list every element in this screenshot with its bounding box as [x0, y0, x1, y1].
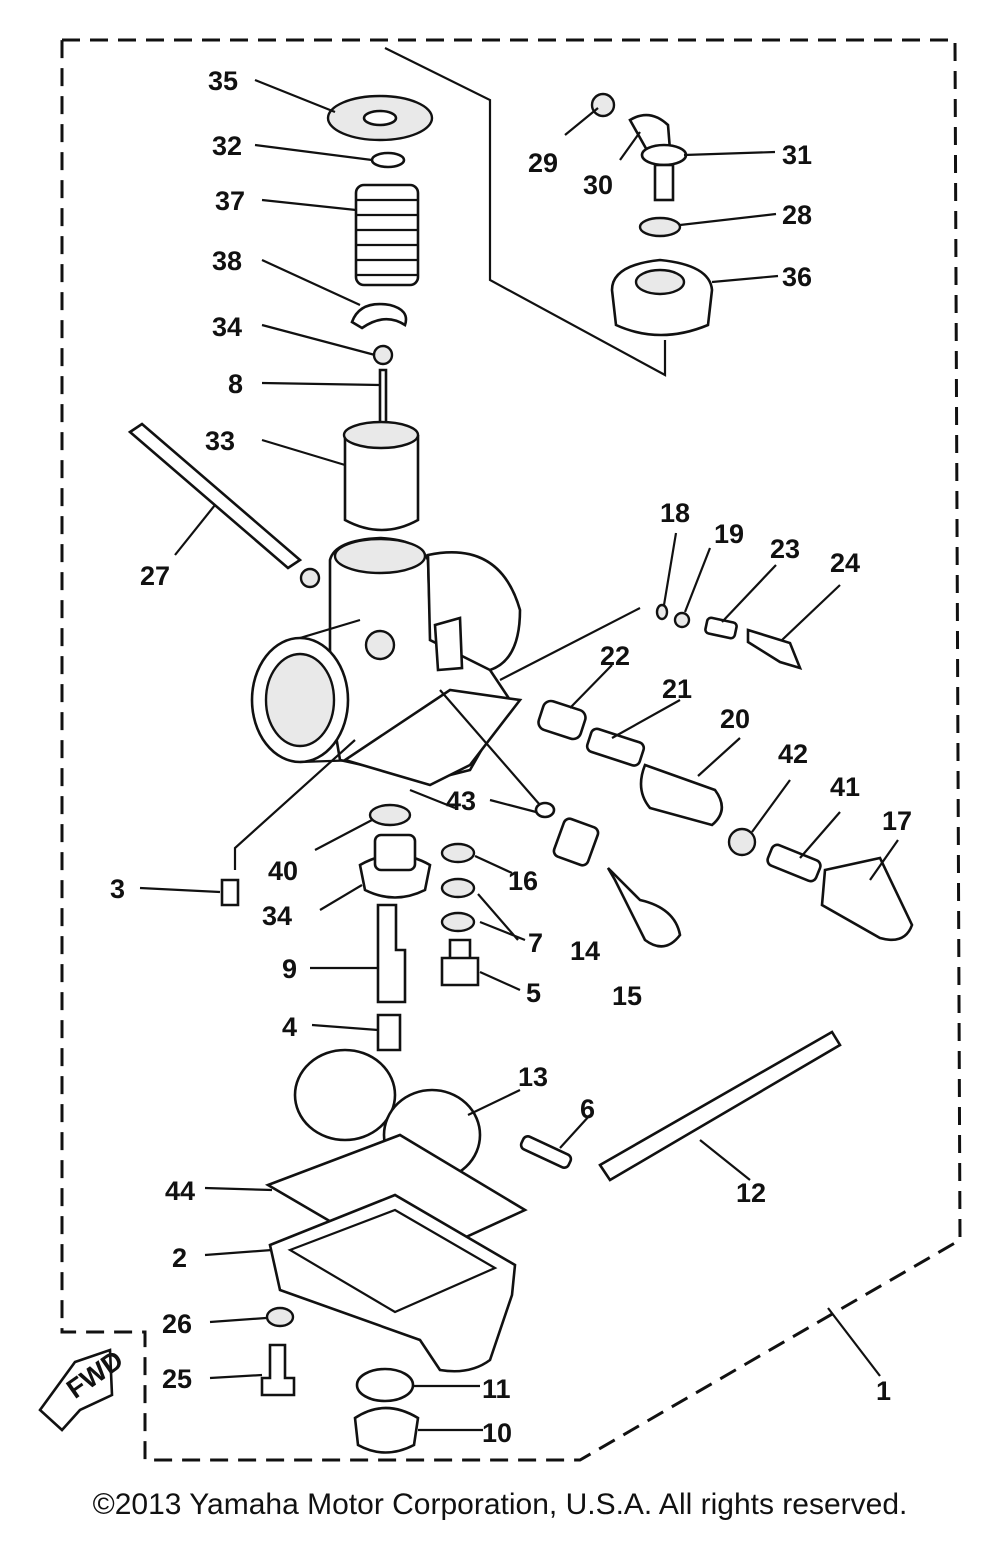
callout-2: 2 [172, 1243, 187, 1273]
callout-27: 27 [140, 561, 170, 591]
callout-4: 4 [282, 1012, 297, 1042]
part-7-washer-b [440, 911, 476, 933]
part-17-cap [820, 856, 914, 942]
callout-11: 11 [482, 1374, 511, 1404]
callout-15: 15 [612, 981, 642, 1011]
callout-8: 8 [228, 369, 243, 399]
callout-13: 13 [518, 1062, 548, 1092]
callout-32: 32 [212, 131, 242, 161]
part-38-seat [350, 302, 408, 330]
part-24-screw [746, 628, 803, 671]
callout-16: 16 [508, 866, 538, 896]
callout-24: 24 [830, 548, 860, 578]
assembly-boundary [60, 38, 962, 1462]
part-20-nut [639, 763, 724, 827]
callout-34: 34 [262, 901, 292, 931]
callout-3: 3 [110, 874, 125, 904]
callout-5: 5 [526, 978, 541, 1008]
callout-34: 34 [212, 312, 242, 342]
part-32-clip [370, 151, 406, 169]
callout-31: 31 [782, 140, 812, 170]
callout-20: 20 [720, 704, 750, 734]
callout-14: 14 [570, 936, 600, 966]
callout-40: 40 [268, 856, 298, 886]
callout-29: 29 [528, 148, 558, 178]
callout-10: 10 [482, 1418, 512, 1448]
callout-23: 23 [770, 534, 800, 564]
callout-6: 6 [580, 1094, 595, 1124]
leader-lines [139, 78, 899, 1432]
part-40-washer [368, 803, 412, 827]
callout-38: 38 [212, 246, 242, 276]
part-26-washer [265, 1306, 295, 1328]
part-25-screw [260, 1343, 296, 1397]
callout-26: 26 [162, 1309, 192, 1339]
callout-25: 25 [162, 1364, 192, 1394]
cap-group-line [384, 47, 667, 377]
part-6-pin [519, 1135, 573, 1169]
part-35-washer [326, 94, 434, 142]
part-2-float-bowl [268, 1193, 517, 1373]
callout-17: 17 [882, 806, 912, 836]
part-41-adjuster [766, 843, 822, 883]
fwd-arrow-icon [38, 1348, 114, 1432]
part-22-plunger [537, 699, 587, 741]
part-10-drain-plug [353, 1406, 420, 1454]
part-21-spring [585, 727, 646, 767]
part-main-body [250, 536, 523, 787]
part-34-clip-top [372, 344, 394, 366]
part-33-throttle-valve [342, 420, 420, 532]
part-19 [673, 611, 691, 629]
part-15-screw [606, 867, 682, 948]
part-11-oring [355, 1367, 415, 1403]
callout-37: 37 [215, 186, 245, 216]
part-44-hose [598, 1030, 842, 1182]
callout-28: 28 [782, 200, 812, 230]
part-23-spring [704, 616, 738, 640]
callout-21: 21 [662, 674, 692, 704]
part-36-cap [610, 258, 714, 337]
callout-42: 42 [778, 739, 808, 769]
part-14-spring [552, 817, 600, 867]
part-5-bolt [440, 938, 480, 987]
part-34-needle-jet [358, 833, 432, 899]
part-3-plug [220, 878, 240, 907]
part-28-washer [638, 216, 682, 238]
callout-36: 36 [782, 262, 812, 292]
part-37-spring [354, 183, 420, 287]
callout-22: 22 [600, 641, 630, 671]
callout-9: 9 [282, 954, 297, 984]
callout-7: 7 [528, 928, 543, 958]
part-29-cap [590, 92, 616, 118]
callout-35: 35 [208, 66, 238, 96]
part-9-main-jet-holder [376, 903, 407, 1004]
callout-30: 30 [583, 170, 613, 200]
callout-33: 33 [205, 426, 235, 456]
callout-1: 1 [876, 1376, 891, 1406]
callout-43: 43 [446, 786, 476, 816]
part-30-31-elbow [628, 113, 688, 202]
part-43-oring [534, 801, 556, 819]
part-42-nut [727, 827, 757, 857]
copyright-text: ©2013 Yamaha Motor Corporation, U.S.A. A… [92, 1488, 908, 1521]
callout-41: 41 [830, 772, 860, 802]
callout-18: 18 [660, 498, 690, 528]
callout-44: 44 [165, 1176, 195, 1206]
part-4-main-jet [376, 1013, 402, 1052]
part-16-washer [440, 842, 476, 864]
callout-12: 12 [736, 1178, 766, 1208]
callout-19: 19 [714, 519, 744, 549]
part-27-hose [127, 422, 303, 570]
part-18 [655, 603, 669, 621]
part-7-washer-a [440, 877, 476, 899]
